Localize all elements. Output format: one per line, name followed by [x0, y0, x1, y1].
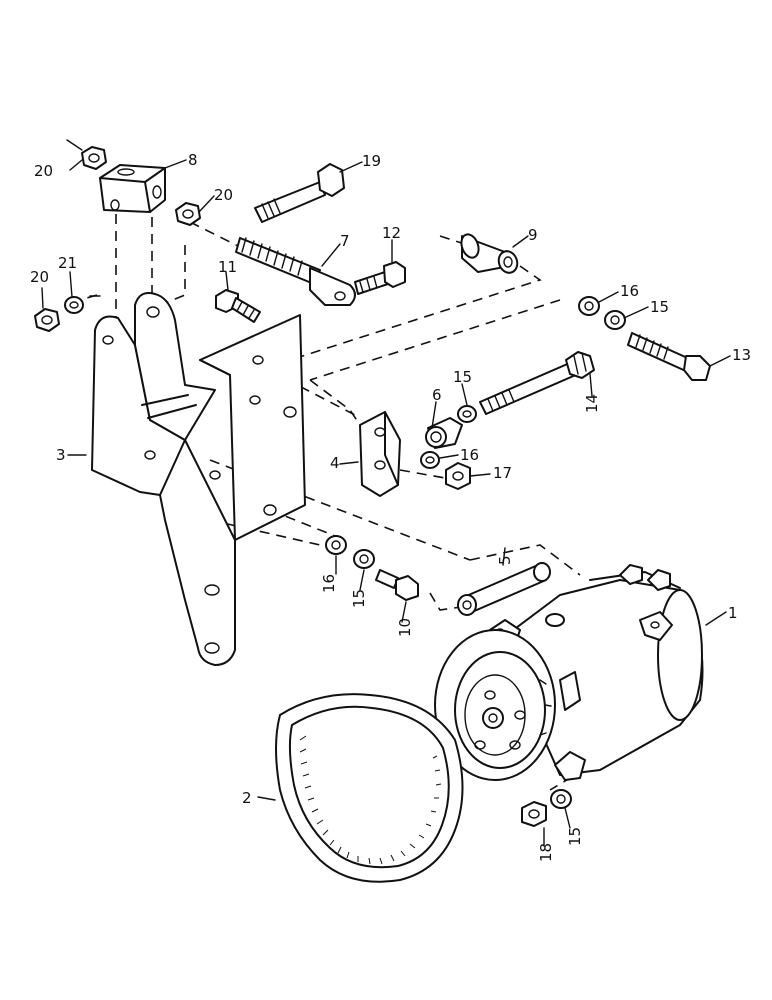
callout-20-mid: 20	[214, 186, 233, 204]
tension-rod-7	[235, 237, 356, 306]
callout-5: 5	[496, 555, 514, 565]
callout-16-low: 16	[320, 574, 338, 593]
washer-16-mid	[420, 451, 440, 469]
screw-12	[354, 261, 406, 295]
callout-21: 21	[58, 254, 77, 272]
callout-16-top: 16	[620, 282, 639, 300]
callout-6: 6	[432, 386, 442, 404]
washer-15-upper	[457, 405, 477, 423]
bush-6	[425, 417, 463, 449]
callout-labels: 1 2 3 4 5 6 7 8 9 10 11 12 13 14 15 15 1…	[30, 151, 751, 862]
bolt-14	[479, 351, 595, 415]
small-bracket-4	[359, 411, 401, 497]
callout-20-top: 20	[34, 162, 53, 180]
callout-4: 4	[330, 454, 340, 472]
callout-16-mid: 16	[460, 446, 479, 464]
bolt-10	[375, 569, 419, 601]
bolt-19	[254, 163, 345, 223]
callout-15-top: 15	[650, 298, 669, 316]
spacer-5	[457, 562, 551, 616]
bolt-13	[627, 332, 711, 381]
v-belt	[275, 693, 464, 883]
callout-12: 12	[382, 224, 401, 242]
washer-21	[64, 296, 84, 314]
callout-13: 13	[732, 346, 751, 364]
callout-1: 1	[728, 604, 738, 622]
callout-15-upper: 15	[453, 368, 472, 386]
nut-20-left	[34, 308, 60, 332]
washer-16-low	[325, 535, 347, 555]
nut-20-top	[81, 146, 107, 170]
nut-20-middle	[175, 202, 201, 226]
callout-20-left: 20	[30, 268, 49, 286]
callout-9: 9	[528, 226, 538, 244]
washer-15-bottom	[550, 789, 572, 809]
nut-17	[445, 462, 471, 490]
nut-18	[521, 801, 547, 827]
washer-15-low	[353, 549, 375, 569]
callout-14: 14	[583, 394, 601, 413]
callout-15-low: 15	[350, 589, 368, 608]
spacer-9	[460, 233, 519, 274]
callout-3: 3	[56, 446, 66, 464]
mounting-bracket	[91, 292, 306, 666]
washer-16-top	[578, 296, 600, 316]
tensioner-block	[99, 164, 166, 213]
callout-8: 8	[188, 151, 198, 169]
callout-19: 19	[362, 152, 381, 170]
washer-15-top	[604, 310, 626, 330]
callout-15-bottom: 15	[566, 827, 584, 846]
callout-7: 7	[340, 232, 350, 250]
screw-11	[215, 289, 261, 323]
leader-lines	[41, 139, 731, 847]
callout-18: 18	[537, 843, 555, 862]
callout-17: 17	[493, 464, 512, 482]
callout-10: 10	[396, 618, 414, 637]
compressor	[434, 564, 704, 781]
callout-11: 11	[218, 258, 237, 276]
callout-2: 2	[242, 789, 252, 807]
